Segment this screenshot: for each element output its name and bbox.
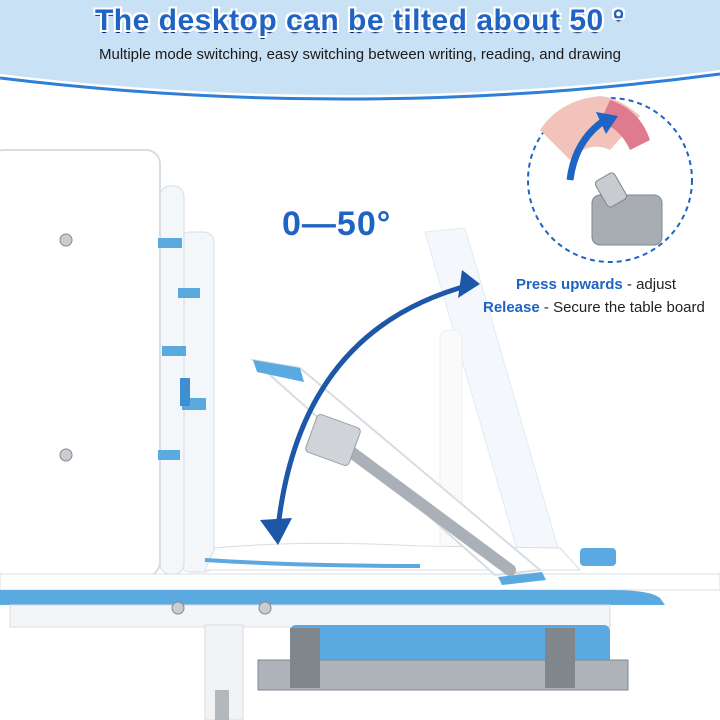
bookshelf xyxy=(0,149,215,577)
angle-arrow xyxy=(260,270,480,545)
desk-legs xyxy=(204,624,244,720)
instruction-release: Release - Secure the table board xyxy=(483,299,705,316)
page-title: The desktop can be tilted about 50 ° xyxy=(94,4,626,37)
angle-range-label: 0—50° xyxy=(282,205,392,243)
instruction-press: Press upwards - adjust xyxy=(516,276,676,293)
page-subtitle: Multiple mode switching, easy switching … xyxy=(99,46,621,63)
instruction-press-action: Press upwards xyxy=(516,276,623,293)
instruction-release-separator: - xyxy=(539,299,554,316)
instruction-release-action: Release xyxy=(483,299,540,316)
instruction-release-result: Secure the table board xyxy=(553,299,705,316)
gas-strut xyxy=(305,413,516,576)
desktop xyxy=(0,542,720,628)
header-band xyxy=(0,0,720,101)
drawer xyxy=(257,625,629,691)
lever-detail-circle xyxy=(527,96,693,263)
instruction-press-result: adjust xyxy=(636,276,677,293)
instruction-press-separator: - xyxy=(622,276,637,293)
